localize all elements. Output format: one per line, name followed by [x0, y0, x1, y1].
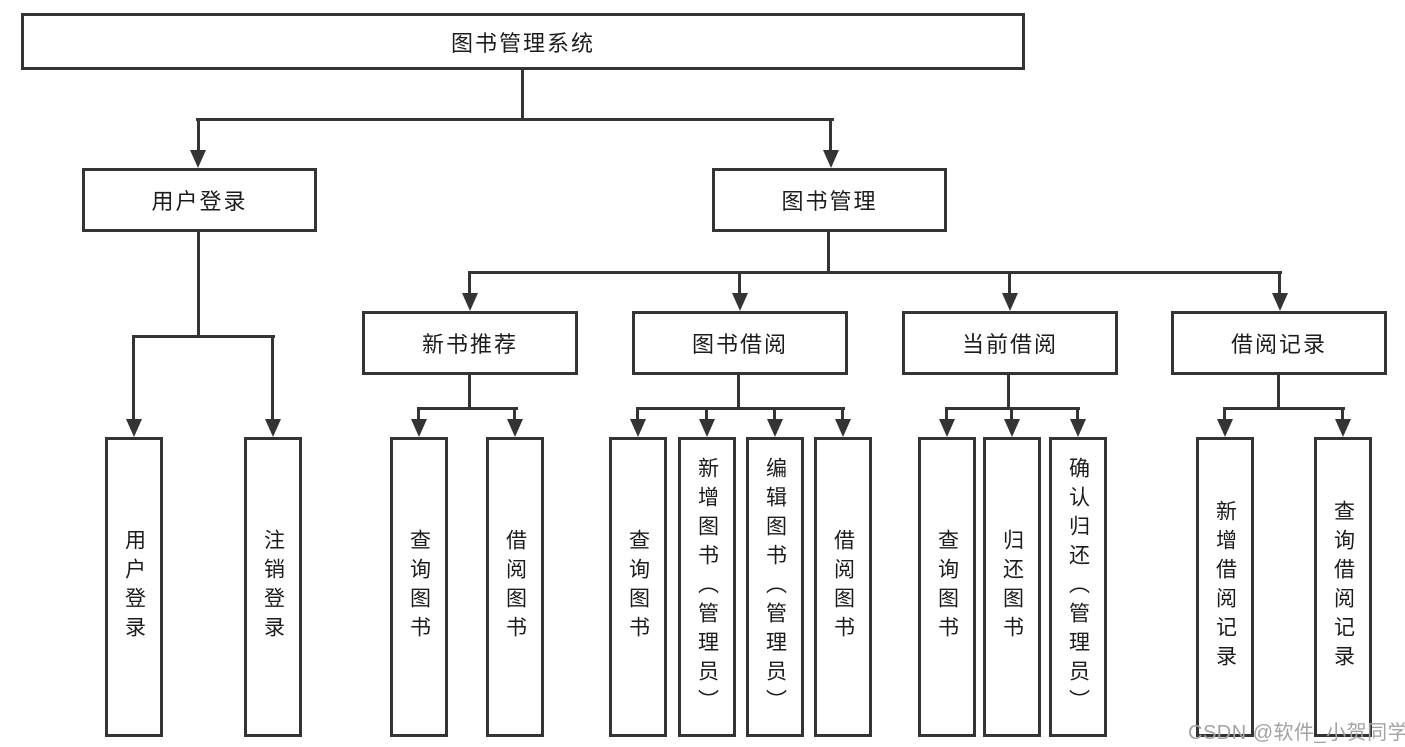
node-label: 借阅记录 — [1230, 332, 1327, 357]
leaf-label: 用户登录 — [122, 529, 146, 645]
node-book-borrowing: 图书借阅 — [632, 311, 848, 375]
leaf-query-books-recommend: 查询图书 — [390, 437, 448, 737]
connector-line — [468, 271, 1282, 274]
connector-line — [1007, 375, 1010, 409]
connector-arrow — [1272, 293, 1288, 311]
csdn-watermark: CSDN @软件_小贺同学 — [1188, 722, 1405, 744]
connector-line — [1223, 410, 1226, 422]
node-current-borrowing: 当前借阅 — [902, 311, 1118, 375]
connector-line — [521, 70, 524, 120]
connector-arrow — [1004, 419, 1020, 437]
connector-line — [737, 375, 740, 409]
connector-line — [468, 274, 471, 296]
node-borrowing-records: 借阅记录 — [1171, 311, 1387, 375]
connector-arrow — [835, 419, 851, 437]
connector-line — [1223, 407, 1345, 410]
connector-line — [1010, 410, 1013, 422]
leaf-add-borrow-record: 新增借阅记录 — [1196, 437, 1254, 737]
connector-line — [773, 410, 776, 422]
connector-arrow — [190, 150, 206, 168]
connector-line — [636, 410, 639, 422]
node-label: 图书管理 — [781, 189, 878, 214]
node-label: 图书借阅 — [691, 332, 788, 357]
connector-line — [271, 338, 274, 420]
connector-arrow — [265, 419, 281, 437]
connector-arrow — [939, 419, 955, 437]
leaf-label: 编辑图书（管理员） — [763, 456, 787, 718]
node-book-management: 图书管理 — [712, 168, 947, 232]
leaf-return-books: 归还图书 — [983, 437, 1041, 737]
connector-line — [827, 232, 830, 273]
leaf-label: 注销登录 — [261, 529, 285, 645]
connector-line — [945, 410, 948, 422]
connector-line — [513, 410, 516, 422]
connector-arrow — [823, 150, 839, 168]
connector-arrow — [462, 293, 478, 311]
leaf-label: 查询图书 — [935, 529, 959, 645]
connector-arrow — [699, 419, 715, 437]
leaf-borrow-books: 借阅图书 — [814, 437, 872, 737]
connector-arrow — [1070, 419, 1086, 437]
leaf-label: 新增图书（管理员） — [695, 456, 719, 718]
connector-line — [196, 118, 834, 121]
connector-line — [1278, 274, 1281, 296]
connector-arrow — [1217, 419, 1233, 437]
leaf-user-login: 用户登录 — [105, 437, 163, 737]
connector-line — [945, 407, 1080, 410]
node-root-library-system: 图书管理系统 — [21, 13, 1025, 70]
leaf-label: 确认归还（管理员） — [1066, 456, 1090, 718]
leaf-confirm-return-admin: 确认归还（管理员） — [1049, 437, 1107, 737]
leaf-query-borrow-record: 查询借阅记录 — [1314, 437, 1372, 737]
leaf-query-books-borrow: 查询图书 — [609, 437, 667, 737]
node-label: 用户登录 — [151, 189, 248, 214]
connector-line — [197, 121, 200, 152]
connector-arrow — [411, 419, 427, 437]
connector-arrow — [732, 293, 748, 311]
leaf-label: 归还图书 — [1000, 529, 1024, 645]
connector-arrow — [630, 419, 646, 437]
leaf-label: 新增借阅记录 — [1213, 500, 1237, 674]
connector-arrow — [1002, 293, 1018, 311]
connector-line — [1341, 410, 1344, 422]
connector-line — [132, 335, 275, 338]
connector-arrow — [1335, 419, 1351, 437]
connector-line — [636, 407, 845, 410]
connector-line — [197, 232, 200, 335]
leaf-edit-books-admin: 编辑图书（管理员） — [746, 437, 804, 737]
connector-line — [841, 410, 844, 422]
node-new-book-recommendation: 新书推荐 — [362, 311, 578, 375]
connector-line — [1076, 410, 1079, 422]
leaf-add-books-admin: 新增图书（管理员） — [678, 437, 736, 737]
connector-line — [1277, 375, 1280, 409]
connector-line — [417, 407, 518, 410]
leaf-label: 查询图书 — [407, 529, 431, 645]
connector-arrow — [126, 419, 142, 437]
node-label: 当前借阅 — [961, 332, 1058, 357]
leaf-borrow-books-recommend: 借阅图书 — [486, 437, 544, 737]
leaf-label: 查询图书 — [626, 529, 650, 645]
connector-arrow — [767, 419, 783, 437]
node-label: 新书推荐 — [421, 332, 518, 357]
connector-line — [1008, 274, 1011, 296]
leaf-query-books-current: 查询图书 — [918, 437, 976, 737]
node-label: 图书管理系统 — [450, 30, 595, 56]
connector-line — [829, 121, 832, 152]
leaf-label: 借阅图书 — [831, 529, 855, 645]
connector-line — [132, 338, 135, 420]
connector-line — [417, 410, 420, 422]
leaf-label: 查询借阅记录 — [1331, 500, 1355, 674]
leaf-logout: 注销登录 — [244, 437, 302, 737]
connector-line — [468, 375, 471, 409]
connector-arrow — [507, 419, 523, 437]
connector-line — [738, 274, 741, 296]
node-user-login: 用户登录 — [82, 168, 317, 232]
connector-line — [705, 410, 708, 422]
leaf-label: 借阅图书 — [503, 529, 527, 645]
